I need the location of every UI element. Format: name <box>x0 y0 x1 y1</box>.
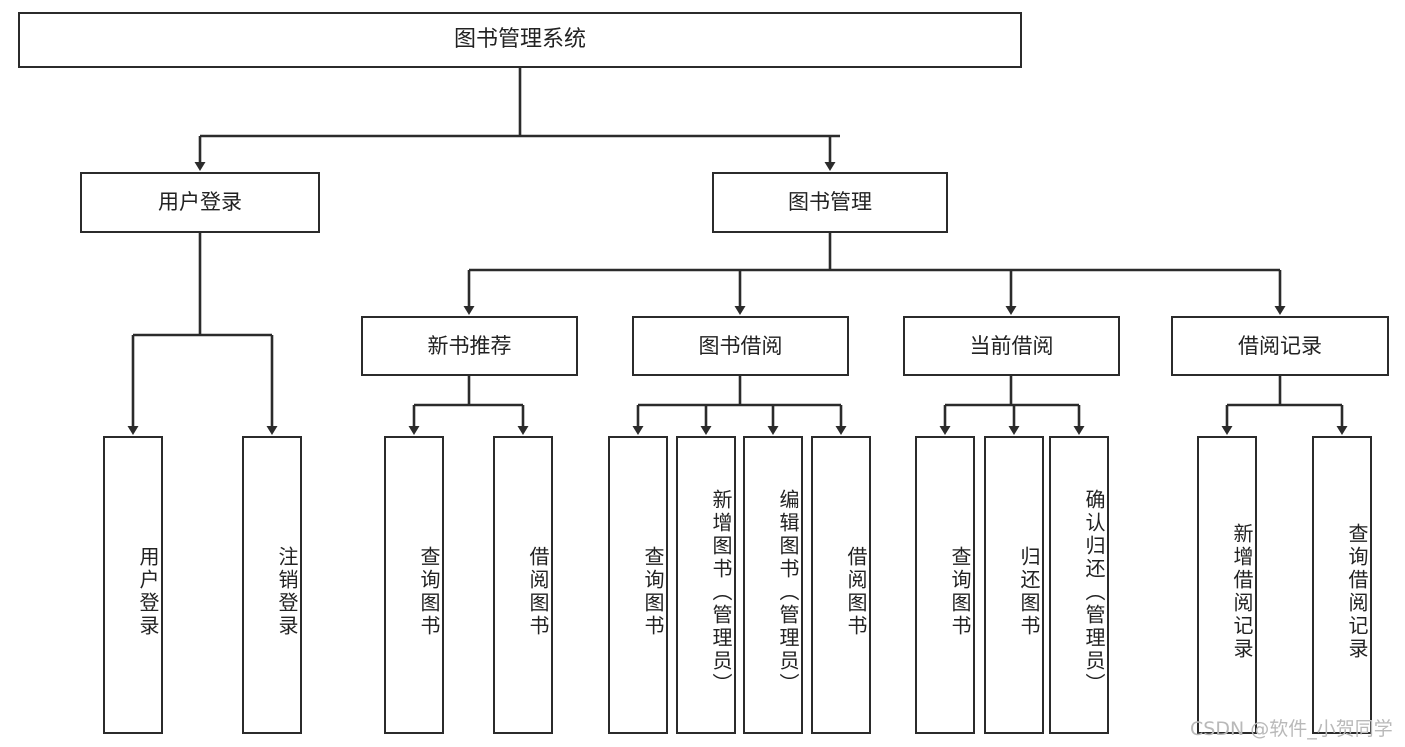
node-label: 图书借阅 <box>698 333 783 358</box>
node-label: 编辑图书（管理员） <box>776 488 800 696</box>
node-borrow-record[interactable]: 借阅记录 <box>1171 316 1389 376</box>
node-label: 用户登录 <box>158 190 242 215</box>
node-label: 新增借阅记录 <box>1230 523 1254 661</box>
node-label: 查询图书 <box>641 546 665 638</box>
node-label: 借阅图书 <box>526 546 550 638</box>
node-leaf-borrow-book-1[interactable]: 借阅图书 <box>493 436 553 734</box>
node-leaf-query-book-3[interactable]: 查询图书 <box>915 436 975 734</box>
node-label: 归还图书 <box>1017 546 1041 638</box>
node-book-management[interactable]: 图书管理 <box>712 172 948 233</box>
node-book-borrow[interactable]: 图书借阅 <box>632 316 849 376</box>
node-label: 查询借阅记录 <box>1345 523 1369 661</box>
node-label: 查询图书 <box>417 546 441 638</box>
node-new-book-recommend[interactable]: 新书推荐 <box>361 316 578 376</box>
node-leaf-confirm-return[interactable]: 确认归还（管理员） <box>1049 436 1109 734</box>
node-book-management-system[interactable]: 图书管理系统 <box>18 12 1022 68</box>
node-label: 图书管理系统 <box>453 27 586 53</box>
watermark-text: CSDN @软件_小贺同学 <box>1190 718 1393 740</box>
node-leaf-query-book-2[interactable]: 查询图书 <box>608 436 668 734</box>
node-label: 当前借阅 <box>969 333 1054 358</box>
node-label: 借阅图书 <box>844 546 868 638</box>
node-leaf-user-logout[interactable]: 注销登录 <box>242 436 302 734</box>
node-leaf-borrow-book-2[interactable]: 借阅图书 <box>811 436 871 734</box>
node-leaf-return-book[interactable]: 归还图书 <box>984 436 1044 734</box>
node-label: 新书推荐 <box>427 333 512 358</box>
node-leaf-user-login[interactable]: 用户登录 <box>103 436 163 734</box>
node-label: 确认归还（管理员） <box>1082 488 1106 696</box>
node-leaf-query-book-1[interactable]: 查询图书 <box>384 436 444 734</box>
node-leaf-add-book[interactable]: 新增图书（管理员） <box>676 436 736 734</box>
node-label: 借阅记录 <box>1238 333 1322 358</box>
node-label: 新增图书（管理员） <box>709 488 733 696</box>
node-user-login[interactable]: 用户登录 <box>80 172 320 233</box>
node-label: 图书管理 <box>788 190 872 215</box>
node-label: 注销登录 <box>275 546 299 638</box>
node-leaf-query-record[interactable]: 查询借阅记录 <box>1312 436 1372 734</box>
node-leaf-edit-book[interactable]: 编辑图书（管理员） <box>743 436 803 734</box>
node-current-borrow[interactable]: 当前借阅 <box>903 316 1120 376</box>
node-label: 用户登录 <box>136 546 160 638</box>
node-leaf-add-record[interactable]: 新增借阅记录 <box>1197 436 1257 734</box>
node-label: 查询图书 <box>948 546 972 638</box>
